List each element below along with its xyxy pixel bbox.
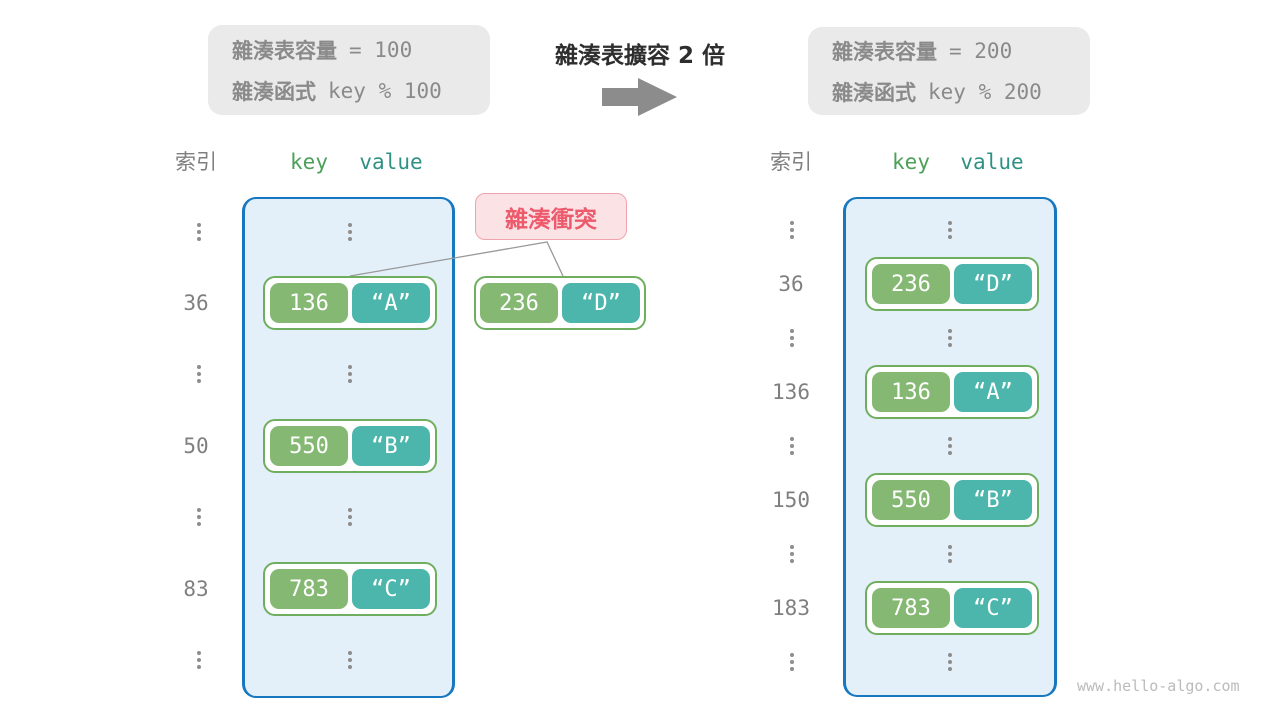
key-cell: 783 — [872, 588, 950, 628]
key-cell: 136 — [270, 283, 348, 323]
before-value-header: value — [359, 150, 423, 174]
index-label: 50 — [183, 434, 209, 458]
pair-783-C: 783 “C” — [263, 562, 437, 616]
value-cell: “A” — [352, 283, 430, 323]
before-capacity-box: 雜湊表容量 = 100 雜湊函式 key % 100 — [208, 25, 490, 115]
vertical-ellipsis — [348, 230, 352, 234]
vertical-ellipsis — [948, 336, 952, 340]
watermark: www.hello-algo.com — [1077, 677, 1240, 695]
after-key-header: key — [892, 150, 930, 174]
right-arrow-icon — [602, 78, 678, 116]
vertical-ellipsis — [197, 372, 201, 376]
transform-title: 雜湊表擴容 2 倍 — [554, 43, 726, 69]
capacity-label: 雜湊表容量 — [232, 38, 337, 63]
index-label: 36 — [778, 272, 804, 296]
index-label: 136 — [772, 380, 810, 404]
vertical-ellipsis — [790, 228, 794, 232]
vertical-ellipsis — [197, 658, 201, 662]
capacity-value: = 200 — [949, 38, 1013, 63]
value-cell: “B” — [954, 480, 1032, 520]
key-cell: 236 — [872, 264, 950, 304]
value-cell: “D” — [562, 283, 640, 323]
pair-136-A: 136 “A” — [263, 276, 437, 330]
key-cell: 236 — [480, 283, 558, 323]
capacity-label: 雜湊表容量 — [832, 39, 937, 64]
value-cell: “A” — [954, 372, 1032, 412]
pair-550-B: 550 “B” — [263, 419, 437, 473]
capacity-line: 雜湊表容量 = 100 — [232, 35, 466, 65]
before-key-header: key — [290, 150, 328, 174]
vertical-ellipsis — [790, 336, 794, 340]
hash-function-value: key % 100 — [328, 78, 442, 103]
hash-function-line: 雜湊函式 key % 200 — [832, 77, 1066, 107]
vertical-ellipsis — [197, 515, 201, 519]
vertical-ellipsis — [348, 658, 352, 662]
after-index-header: 索引 — [770, 150, 812, 174]
value-cell: “B” — [352, 426, 430, 466]
vertical-ellipsis — [348, 515, 352, 519]
value-cell: “C” — [352, 569, 430, 609]
index-label: 150 — [772, 488, 810, 512]
hash-function-label: 雜湊函式 — [832, 80, 916, 105]
vertical-ellipsis — [790, 552, 794, 556]
key-cell: 550 — [270, 426, 348, 466]
vertical-ellipsis — [948, 228, 952, 232]
index-label: 83 — [183, 577, 209, 601]
pair-550-B: 550 “B” — [865, 473, 1039, 527]
key-cell: 783 — [270, 569, 348, 609]
key-cell: 550 — [872, 480, 950, 520]
pair-236-D: 236 “D” — [865, 257, 1039, 311]
vertical-ellipsis — [948, 444, 952, 448]
key-cell: 136 — [872, 372, 950, 412]
index-label: 183 — [772, 596, 810, 620]
capacity-line: 雜湊表容量 = 200 — [832, 36, 1066, 66]
value-cell: “C” — [954, 588, 1032, 628]
pair-136-A: 136 “A” — [865, 365, 1039, 419]
vertical-ellipsis — [197, 230, 201, 234]
hash-function-line: 雜湊函式 key % 100 — [232, 76, 466, 106]
after-capacity-box: 雜湊表容量 = 200 雜湊函式 key % 200 — [808, 27, 1090, 115]
vertical-ellipsis — [790, 444, 794, 448]
before-index-header: 索引 — [175, 150, 217, 174]
collision-label: 雜湊衝突 — [475, 193, 627, 240]
hash-function-label: 雜湊函式 — [232, 79, 316, 104]
pair-236-D-external: 236 “D” — [474, 276, 646, 330]
capacity-value: = 100 — [349, 37, 413, 62]
vertical-ellipsis — [948, 552, 952, 556]
value-cell: “D” — [954, 264, 1032, 304]
vertical-ellipsis — [348, 372, 352, 376]
hash-function-value: key % 200 — [928, 79, 1042, 104]
vertical-ellipsis — [790, 660, 794, 664]
index-label: 36 — [183, 291, 209, 315]
vertical-ellipsis — [948, 660, 952, 664]
after-value-header: value — [960, 150, 1024, 174]
pair-783-C: 783 “C” — [865, 581, 1039, 635]
